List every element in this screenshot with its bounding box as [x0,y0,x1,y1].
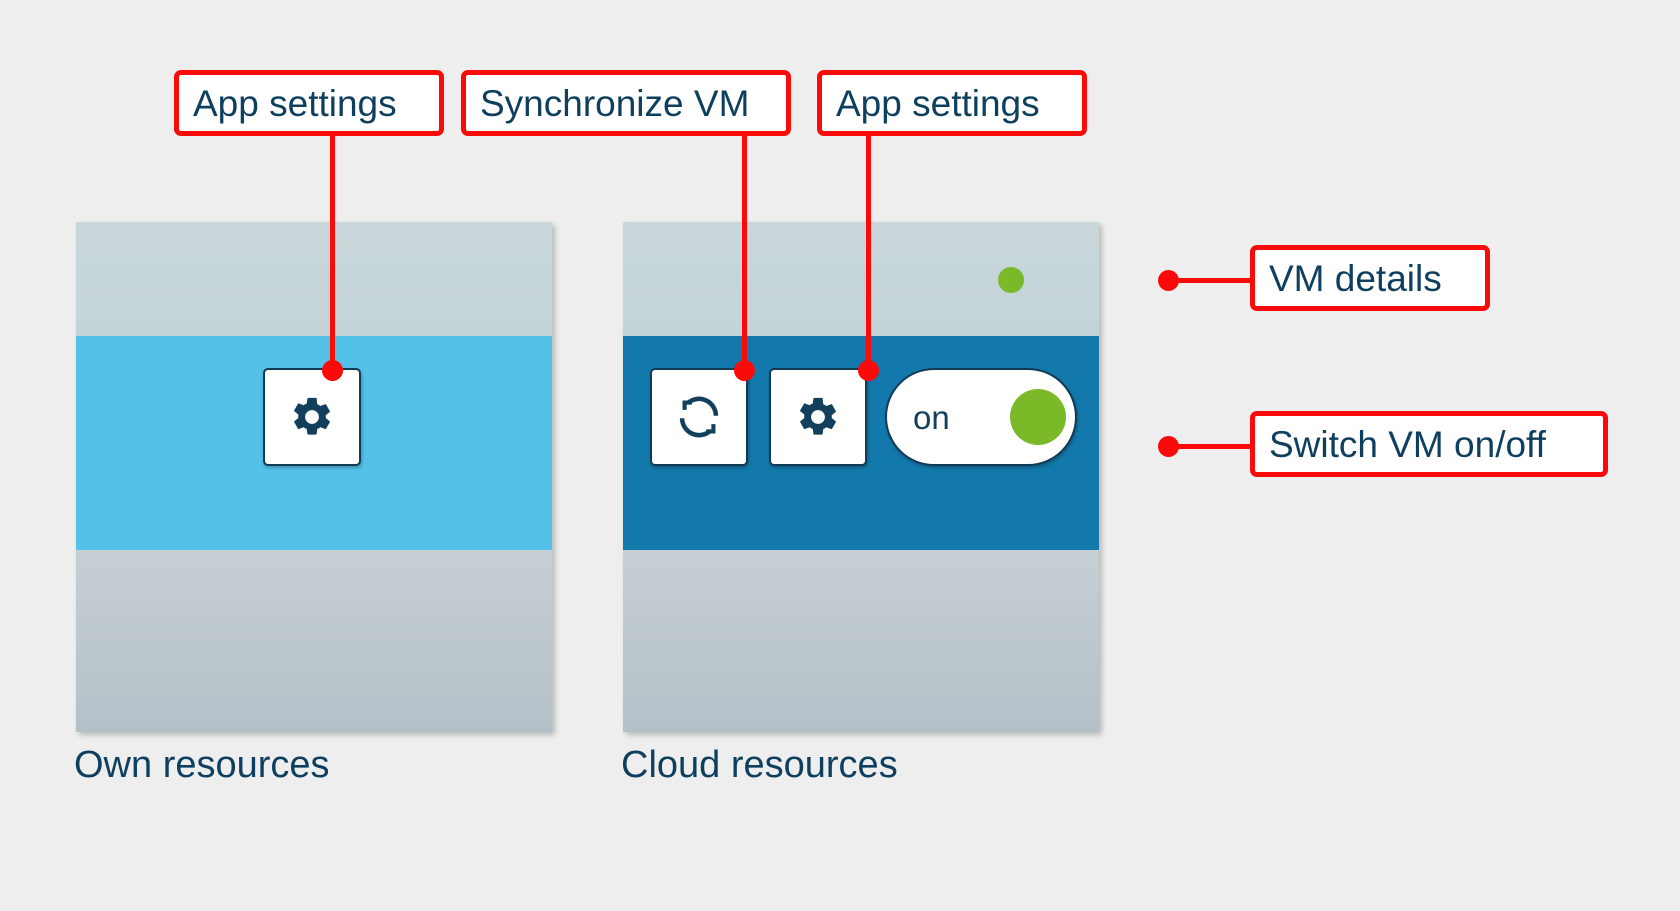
card-own-resources[interactable]: OPEN [76,222,552,732]
gear-icon [795,394,841,440]
toggle-state-label: on [913,398,950,436]
card-footer-band [623,550,1099,732]
callout-anchor-app-settings-cloud [858,360,879,381]
callout-app-settings-cloud: App settings [817,70,1087,136]
callout-switch-vm: Switch VM on/off [1250,411,1608,477]
card-header-band [76,222,552,336]
callout-label: VM details [1269,257,1442,299]
synchronize-vm-button[interactable] [650,368,748,466]
card-caption-own-resources: Own resources [74,744,330,786]
vm-power-toggle[interactable]: on [885,368,1077,466]
app-settings-button[interactable] [263,368,361,466]
card-cloud-resources[interactable]: on OPEN [623,222,1099,732]
sync-icon [673,391,725,443]
callout-app-settings-own: App settings [174,70,444,136]
callout-label: App settings [836,82,1040,124]
callout-label: Switch VM on/off [1269,423,1546,465]
card-footer-band [76,550,552,732]
callout-leader-app-settings-cloud [866,135,871,370]
callout-leader-vm-details [1168,278,1254,283]
callout-label: Synchronize VM [480,82,750,124]
vm-status-dot[interactable] [998,267,1024,293]
callout-vm-details: VM details [1250,245,1490,311]
callout-label: App settings [193,82,397,124]
card-header-band [623,222,1099,336]
app-settings-button[interactable] [769,368,867,466]
callout-leader-app-settings-own [330,135,335,370]
callout-leader-synchronize-vm [742,135,747,370]
gear-icon [289,394,335,440]
toggle-knob[interactable] [1010,389,1066,445]
callout-anchor-synchronize-vm [734,360,755,381]
callout-anchor-app-settings-own [322,360,343,381]
callout-leader-switch-vm [1168,444,1254,449]
callout-synchronize-vm: Synchronize VM [461,70,791,136]
card-caption-cloud-resources: Cloud resources [621,744,898,786]
